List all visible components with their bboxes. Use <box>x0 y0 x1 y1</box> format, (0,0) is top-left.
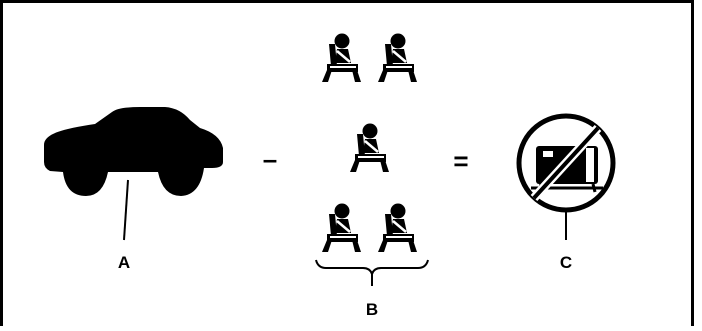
belted-occupant-icon <box>348 122 391 174</box>
callout-c-label: C <box>560 253 572 272</box>
belted-occupant-icon <box>376 32 419 84</box>
callout-b-bracket <box>315 259 429 278</box>
equals-operator: = <box>453 146 468 176</box>
car-silhouette-icon <box>44 107 223 196</box>
belted-occupant-icon <box>320 32 363 84</box>
minus-operator: – <box>263 144 277 174</box>
callout-a-label: A <box>118 253 130 272</box>
belted-occupant-icon <box>320 202 363 254</box>
belted-occupant-icon <box>376 202 419 254</box>
callout-b-label: B <box>366 300 378 319</box>
callout-a-leader <box>123 179 129 241</box>
no-rear-seat-entertainment-icon <box>516 113 616 213</box>
